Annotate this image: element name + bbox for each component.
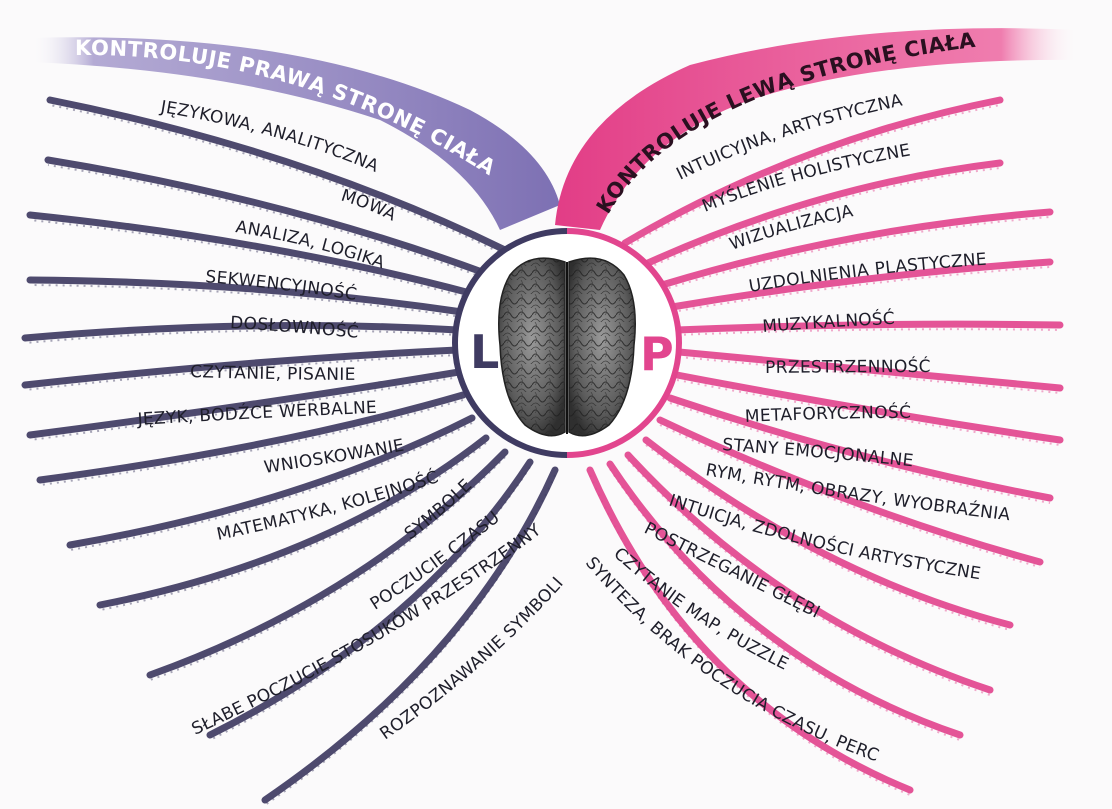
left-label-13: ROZPOZNAWANIE SYMBOLI — [376, 573, 567, 744]
right-label-5: MUZYKALNOŚĆ — [762, 307, 896, 337]
right-hemisphere-letter: P — [640, 327, 674, 381]
right-label-6: PRZESTRZENNOŚĆ — [765, 355, 931, 378]
left-label-6: CZYTANIE, PISANIE — [190, 362, 356, 385]
left-ray-texture-2 — [48, 165, 482, 277]
left-label-4: SEKWENCYJNOŚĆ — [205, 267, 359, 305]
right-ray-10 — [646, 440, 1010, 625]
right-label-7: METAFORYCZNOŚĆ — [744, 401, 911, 427]
left-label-5: DOSŁOWNOŚĆ — [230, 313, 360, 343]
left-hemisphere-letter: L — [470, 325, 499, 379]
left-ray-2 — [48, 160, 482, 272]
brain-icon — [499, 258, 636, 436]
